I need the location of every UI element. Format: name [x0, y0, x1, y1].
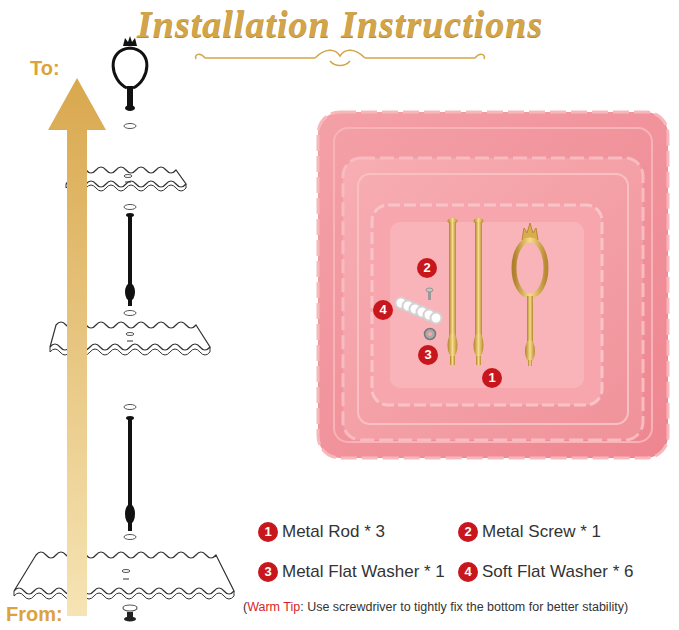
rod-bulge [125, 504, 135, 524]
washer [123, 605, 137, 611]
gold-rod-end [450, 356, 455, 365]
bottom-plate [14, 552, 234, 594]
stand-drawing [14, 36, 234, 622]
title-ornament [196, 50, 485, 65]
ornament-line [205, 57, 475, 59]
gold-rod-bulge [474, 333, 484, 357]
washer [124, 405, 136, 410]
gold-handle-stem [527, 296, 533, 344]
callout-number: 4 [464, 565, 471, 579]
handle-crown [123, 36, 137, 46]
gold-handle-bulge [525, 340, 535, 362]
callout-number: 2 [423, 261, 430, 275]
metal-washer [425, 329, 436, 340]
callout-number: 3 [424, 348, 431, 362]
part-name: Metal Screw * 1 [482, 521, 601, 543]
direction-label: To: [30, 56, 60, 80]
middle-plate-rim [358, 174, 628, 424]
product-photo [318, 112, 668, 458]
screw-head [124, 617, 136, 622]
callout-circle: 2 [417, 258, 437, 278]
callout-circle: 1 [482, 368, 502, 388]
callout-number: 1 [264, 525, 271, 539]
part-name: Metal Flat Washer * 1 [282, 561, 445, 583]
handle-loop [113, 48, 147, 88]
tip-text: Warm Tip [247, 600, 300, 614]
rod [128, 216, 132, 286]
gold-rod [449, 222, 456, 337]
screw-head [426, 288, 433, 292]
washer [124, 124, 136, 129]
rod-bulge [125, 283, 135, 301]
part-name: Soft Flat Washer * 6 [482, 561, 633, 583]
callout-circle: 4 [458, 562, 478, 582]
bottom-plate-rim [14, 591, 234, 599]
washer [124, 535, 136, 540]
handle-knob [125, 105, 135, 111]
callout-number: 2 [464, 525, 471, 539]
handle-stem [127, 86, 133, 108]
title: Installation Instructions [137, 2, 543, 46]
gold-rod-bulge [448, 333, 458, 357]
plate-mark [127, 341, 133, 342]
callout-circle: 3 [258, 562, 278, 582]
callout-number: 1 [488, 371, 495, 385]
callout-number: 4 [379, 303, 386, 317]
plate-hole [126, 333, 134, 336]
part-name: Metal Rod * 3 [282, 521, 385, 543]
rod-end [128, 523, 132, 531]
callout-circle: 3 [418, 345, 438, 365]
plate-mark [123, 579, 129, 580]
tip-line: (Warm Tip: Use screwdriver to tightly fi… [243, 599, 628, 615]
small-plate-center [390, 222, 584, 388]
large-plate-rim [334, 128, 652, 442]
plate-hole [124, 175, 132, 178]
ornament-scroll [196, 50, 485, 65]
small-plate [372, 205, 602, 405]
callout-circle: 4 [373, 300, 393, 320]
gold-handle-loop [514, 240, 546, 296]
gold-handle-crown [522, 223, 538, 240]
callout-circle: 2 [458, 522, 478, 542]
rod [128, 419, 132, 507]
gold-rod-end [476, 356, 481, 365]
soft-washers [396, 298, 442, 324]
gold-rod [475, 222, 482, 337]
tip-text: : Use screwdriver to tightly fix the bot… [300, 600, 628, 614]
tip-text: ( [243, 600, 247, 614]
callout-circle: 1 [258, 522, 278, 542]
direction-arrow [48, 78, 106, 616]
plate-mark [125, 182, 131, 183]
direction-label: From: [6, 602, 63, 626]
screw [127, 612, 133, 617]
metal-washer-hole [428, 332, 432, 336]
rod-end [128, 300, 132, 306]
washer [124, 205, 136, 210]
large-plate [318, 112, 668, 458]
callout-number: 3 [264, 565, 271, 579]
plate-hole [122, 570, 130, 573]
soft-washer [431, 313, 442, 324]
middle-plate [343, 158, 643, 440]
gold-handle-end [528, 360, 532, 366]
washer [124, 311, 136, 316]
